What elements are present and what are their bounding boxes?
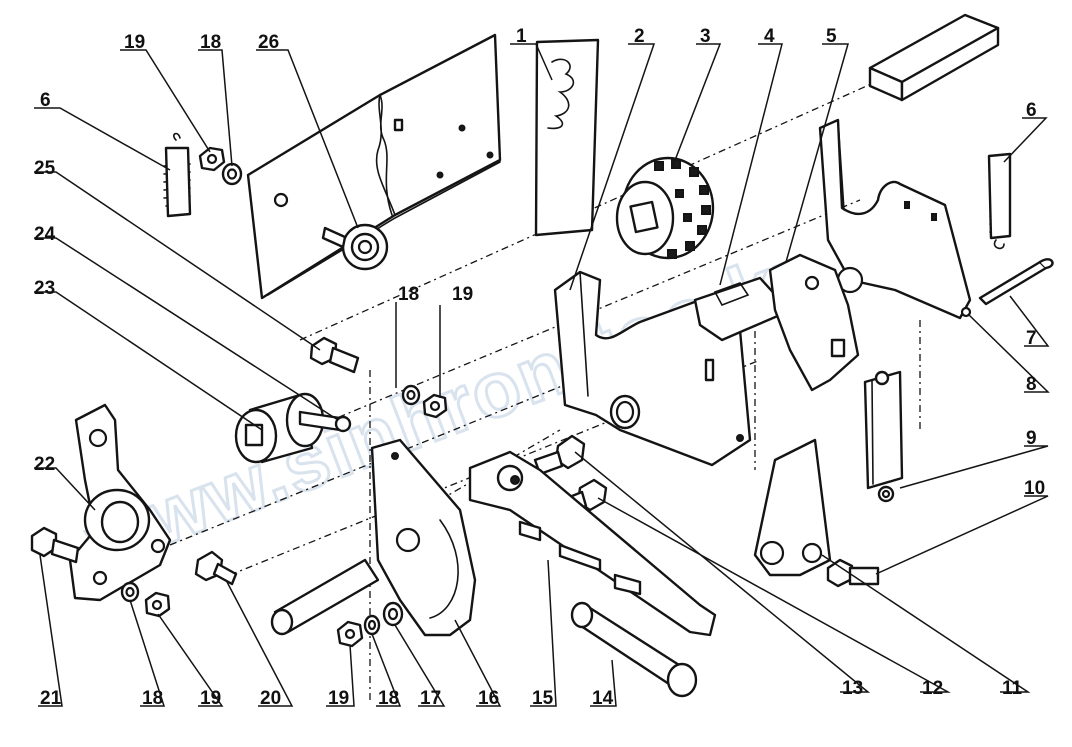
- callout-4: 4: [764, 26, 775, 47]
- callout-20: 20: [260, 688, 281, 709]
- latch-bracket-part-4: [693, 276, 782, 342]
- callout-1: 1: [516, 26, 527, 47]
- link-bar-part-15: [468, 450, 717, 637]
- callout-19-top: 19: [124, 32, 145, 53]
- plate-part-26: [246, 33, 502, 300]
- lever-arm-part-11: [753, 438, 832, 577]
- callout-5: 5: [826, 26, 837, 47]
- callout-3: 3: [700, 26, 711, 47]
- callout-17: 17: [420, 688, 441, 709]
- square-bar-part-5: [868, 13, 1000, 102]
- callout-9: 9: [1026, 428, 1037, 449]
- callout-19-middle: 19: [452, 284, 473, 305]
- callout-18-middle: 18: [398, 284, 419, 305]
- washer-part-17: [382, 601, 404, 627]
- callout-18-bottom: 18: [378, 688, 399, 709]
- callout-25: 25: [34, 158, 56, 179]
- callout-14: 14: [592, 688, 614, 709]
- callout-10: 10: [1024, 478, 1045, 499]
- bolt-part-25: [309, 336, 360, 374]
- nut-part-19-lower: [144, 591, 171, 618]
- callout-8: 8: [1026, 374, 1037, 395]
- slide-plate-part-4b: [768, 253, 860, 392]
- bolt-part-10: [826, 558, 880, 588]
- callout-26: 26: [258, 32, 279, 53]
- callout-18-lower: 18: [142, 688, 163, 709]
- bolt-part-21: [30, 526, 80, 564]
- callout-16: 16: [478, 688, 499, 709]
- channel-plate-part-9: [863, 370, 904, 503]
- slotted-plate-part-1: [534, 38, 600, 237]
- callout-11: 11: [1002, 678, 1023, 699]
- callout-22: 22: [34, 454, 55, 475]
- callout-labels: 19 18 26 6 1 2 3 4 5 6 7 8 9 10 11 12 13…: [34, 26, 1045, 709]
- spring-part-6-left: [163, 132, 192, 218]
- washer-part-18-lower: [120, 581, 140, 603]
- leader-lines: [34, 43, 1050, 707]
- callout-7: 7: [1026, 328, 1037, 349]
- callout-18-top: 18: [200, 32, 221, 53]
- callout-12: 12: [922, 678, 943, 699]
- callout-19-lower: 19: [200, 688, 221, 709]
- roller-part-26: [321, 223, 389, 271]
- callout-6-left: 6: [40, 90, 51, 111]
- spring-part-6-right: [987, 152, 1012, 250]
- nut-part-19-middle: [422, 393, 448, 419]
- callout-15: 15: [532, 688, 554, 709]
- pin-part-7: [978, 258, 1054, 306]
- rod-part: [270, 558, 380, 636]
- callout-21: 21: [40, 688, 62, 709]
- bolt-part-13: [533, 434, 586, 476]
- nut-part-19-top: [198, 146, 226, 172]
- cylinder-part-14: [570, 601, 698, 698]
- washer-part-18-bottom: [363, 614, 381, 636]
- fitting-part-20: [194, 550, 238, 586]
- callout-6-right: 6: [1026, 100, 1037, 121]
- toothed-wheel-part-3: [615, 156, 715, 260]
- washer-part-18-top: [221, 162, 243, 186]
- nut-part-19-bottom: [336, 620, 364, 648]
- pin-part-24: [298, 410, 352, 433]
- callout-19-bottom: 19: [328, 688, 349, 709]
- hub-bracket-part-22: [68, 403, 172, 602]
- washer-part-18-middle: [401, 384, 421, 406]
- callout-13: 13: [842, 678, 863, 699]
- callout-2: 2: [634, 26, 645, 47]
- callout-24: 24: [34, 224, 56, 245]
- curved-plate-part-16: [370, 438, 477, 637]
- callout-23: 23: [34, 278, 55, 299]
